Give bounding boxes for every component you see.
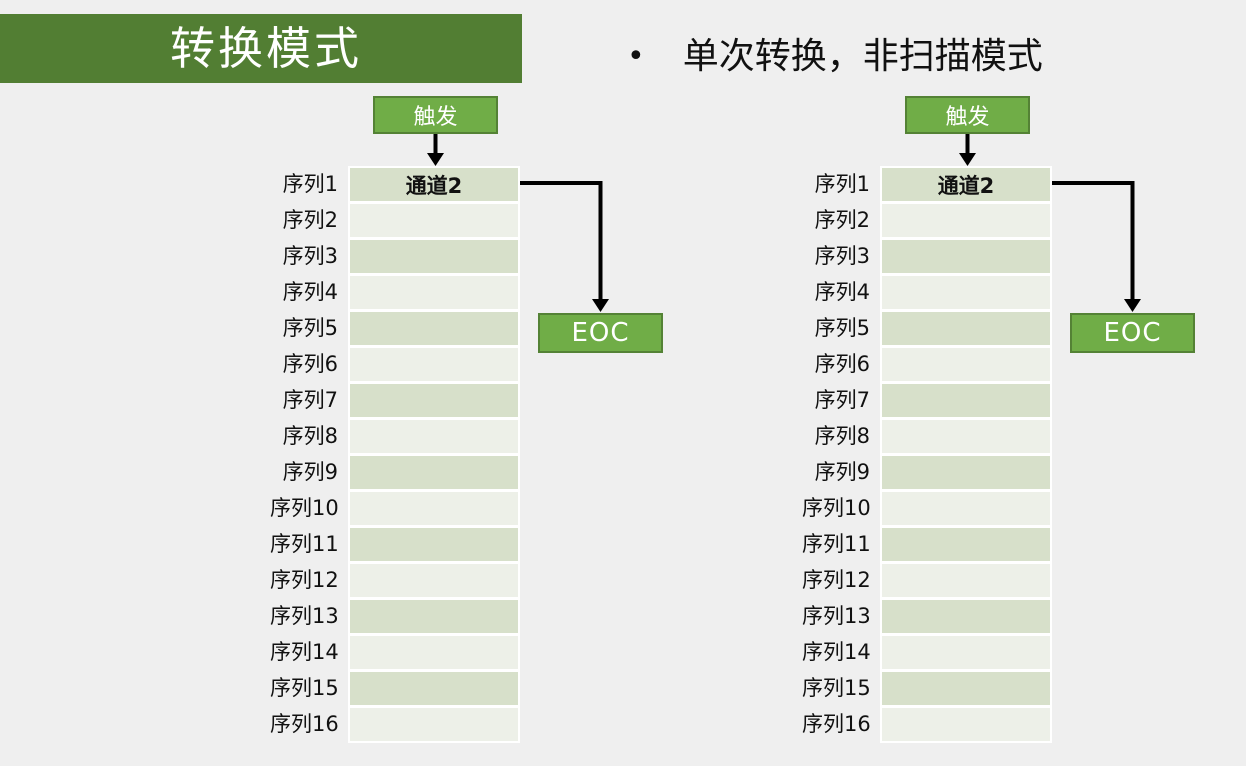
sequence-label: 序列1	[814, 172, 870, 196]
channel-cell: 通道2	[405, 173, 463, 198]
sequence-row	[882, 420, 1050, 453]
sequence-label: 序列5	[282, 316, 338, 340]
sequence-row	[882, 564, 1050, 597]
sequence-label: 序列10	[270, 496, 339, 520]
sequence-label: 序列1	[282, 172, 338, 196]
sequence-label: 序列16	[802, 712, 871, 736]
sequence-label: 序列11	[270, 532, 339, 556]
sequence-row	[882, 204, 1050, 237]
sequence-label: 序列10	[802, 496, 871, 520]
trigger-label: 触发	[945, 105, 990, 130]
sequence-row	[882, 708, 1050, 741]
sequence-table: 通道2	[348, 166, 520, 743]
eoc-box: EOC	[538, 313, 663, 353]
sequence-label: 序列6	[814, 352, 870, 376]
sequence-label: 序列6	[282, 352, 338, 376]
sequence-label: 序列11	[802, 532, 871, 556]
sequence-row	[350, 636, 518, 669]
sequence-row	[350, 456, 518, 489]
sequence-label: 序列12	[270, 568, 339, 592]
sequence-label: 序列16	[270, 712, 339, 736]
sequence-labels: 序列1 序列2 序列3 序列4 序列5 序列6 序列7 序列8 序列9 序列10 序列11 序列12 序…	[270, 168, 339, 744]
sequence-row	[350, 348, 518, 381]
slide-title-bar: 转换模式	[0, 14, 522, 83]
sequence-label: 序列8	[282, 424, 338, 448]
sequence-row	[882, 456, 1050, 489]
sequence-label: 序列5	[814, 316, 870, 340]
sequence-row	[882, 312, 1050, 345]
sequence-row	[882, 240, 1050, 273]
trigger-label: 触发	[413, 105, 458, 130]
sequence-row	[350, 528, 518, 561]
sequence-label: 序列12	[802, 568, 871, 592]
sequence-label: 序列3	[282, 244, 338, 268]
sequence-labels: 序列1 序列2 序列3 序列4 序列5 序列6 序列7 序列8 序列9 序列10 序列11 序列12 序…	[802, 168, 871, 744]
sequence-label: 序列15	[802, 676, 871, 700]
bullet-text: 单次转换，非扫描模式	[682, 36, 1043, 77]
sequence-label: 序列2	[282, 208, 338, 232]
sequence-row	[882, 492, 1050, 525]
sequence-row	[882, 636, 1050, 669]
sequence-label: 序列7	[282, 388, 338, 412]
sequence-label: 序列7	[814, 388, 870, 412]
sequence-row	[882, 672, 1050, 705]
sequence-label: 序列4	[814, 280, 870, 304]
sequence-row: 通道2	[882, 168, 1050, 201]
trigger-box: 触发	[373, 96, 498, 134]
sequence-row	[350, 276, 518, 309]
sequence-table: 通道2	[880, 166, 1052, 743]
sequence-label: 序列13	[270, 604, 339, 628]
trigger-box: 触发	[905, 96, 1030, 134]
sequence-label: 序列9	[814, 460, 870, 484]
sequence-row	[882, 348, 1050, 381]
sequence-row	[350, 708, 518, 741]
sequence-label: 序列15	[270, 676, 339, 700]
sequence-row	[882, 384, 1050, 417]
eoc-label: EOC	[571, 318, 630, 348]
sequence-label: 序列14	[802, 640, 871, 664]
sequence-row	[350, 672, 518, 705]
sequence-row	[882, 600, 1050, 633]
sequence-label: 序列13	[802, 604, 871, 628]
sequence-row	[882, 276, 1050, 309]
sequence-row	[350, 204, 518, 237]
bullet-icon: •	[627, 39, 645, 74]
sequence-label: 序列8	[814, 424, 870, 448]
sequence-row	[882, 528, 1050, 561]
sequence-label: 序列14	[270, 640, 339, 664]
sequence-row	[350, 564, 518, 597]
eoc-label: EOC	[1103, 318, 1162, 348]
sequence-row: 通道2	[350, 168, 518, 201]
sequence-label: 序列4	[282, 280, 338, 304]
sequence-row	[350, 384, 518, 417]
sequence-row	[350, 420, 518, 453]
channel-cell: 通道2	[937, 173, 995, 198]
sequence-row	[350, 600, 518, 633]
sequence-label: 序列3	[814, 244, 870, 268]
sequence-label: 序列9	[282, 460, 338, 484]
page-title: 转换模式	[169, 22, 362, 75]
sequence-row	[350, 492, 518, 525]
sequence-row	[350, 312, 518, 345]
eoc-box: EOC	[1070, 313, 1195, 353]
bullet-line: • 单次转换，非扫描模式	[627, 36, 1043, 78]
sequence-row	[350, 240, 518, 273]
sequence-label: 序列2	[814, 208, 870, 232]
